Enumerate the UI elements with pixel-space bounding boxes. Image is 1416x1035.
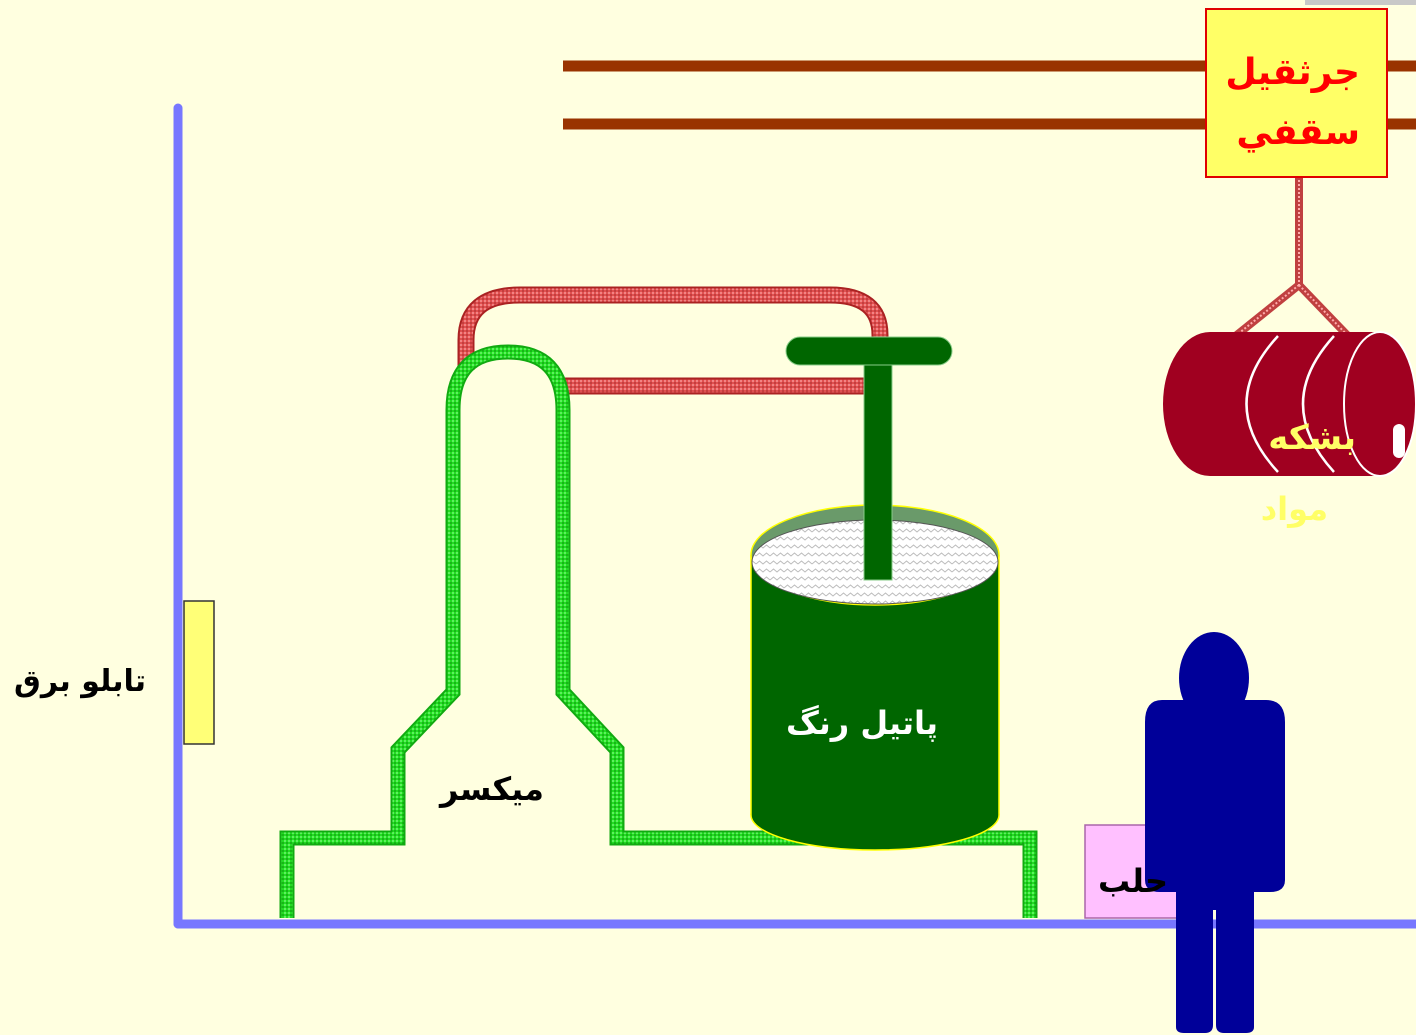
- barrel-label-line1: بشکه: [1268, 418, 1356, 458]
- barrel: [1163, 331, 1416, 477]
- crane-cable: [1230, 176, 1353, 342]
- worker-figure: [1145, 632, 1285, 1033]
- crane-label-line1: جرثقیل: [1225, 52, 1360, 93]
- barrel-label-line2: مواد: [1260, 490, 1328, 528]
- crane-box: [1205, 8, 1388, 178]
- mixer-shaft: [785, 336, 953, 581]
- crane-label-line2: سقفي: [1236, 112, 1360, 153]
- corner-mark: [1305, 0, 1416, 5]
- electric-panel-label: تابلو برق: [14, 664, 147, 699]
- paint-tank-label: پاتیل رنگ: [786, 704, 939, 742]
- mixer-label: میکسر: [440, 770, 544, 808]
- tin-label: حلب: [1098, 862, 1168, 900]
- electric-panel: [183, 600, 215, 745]
